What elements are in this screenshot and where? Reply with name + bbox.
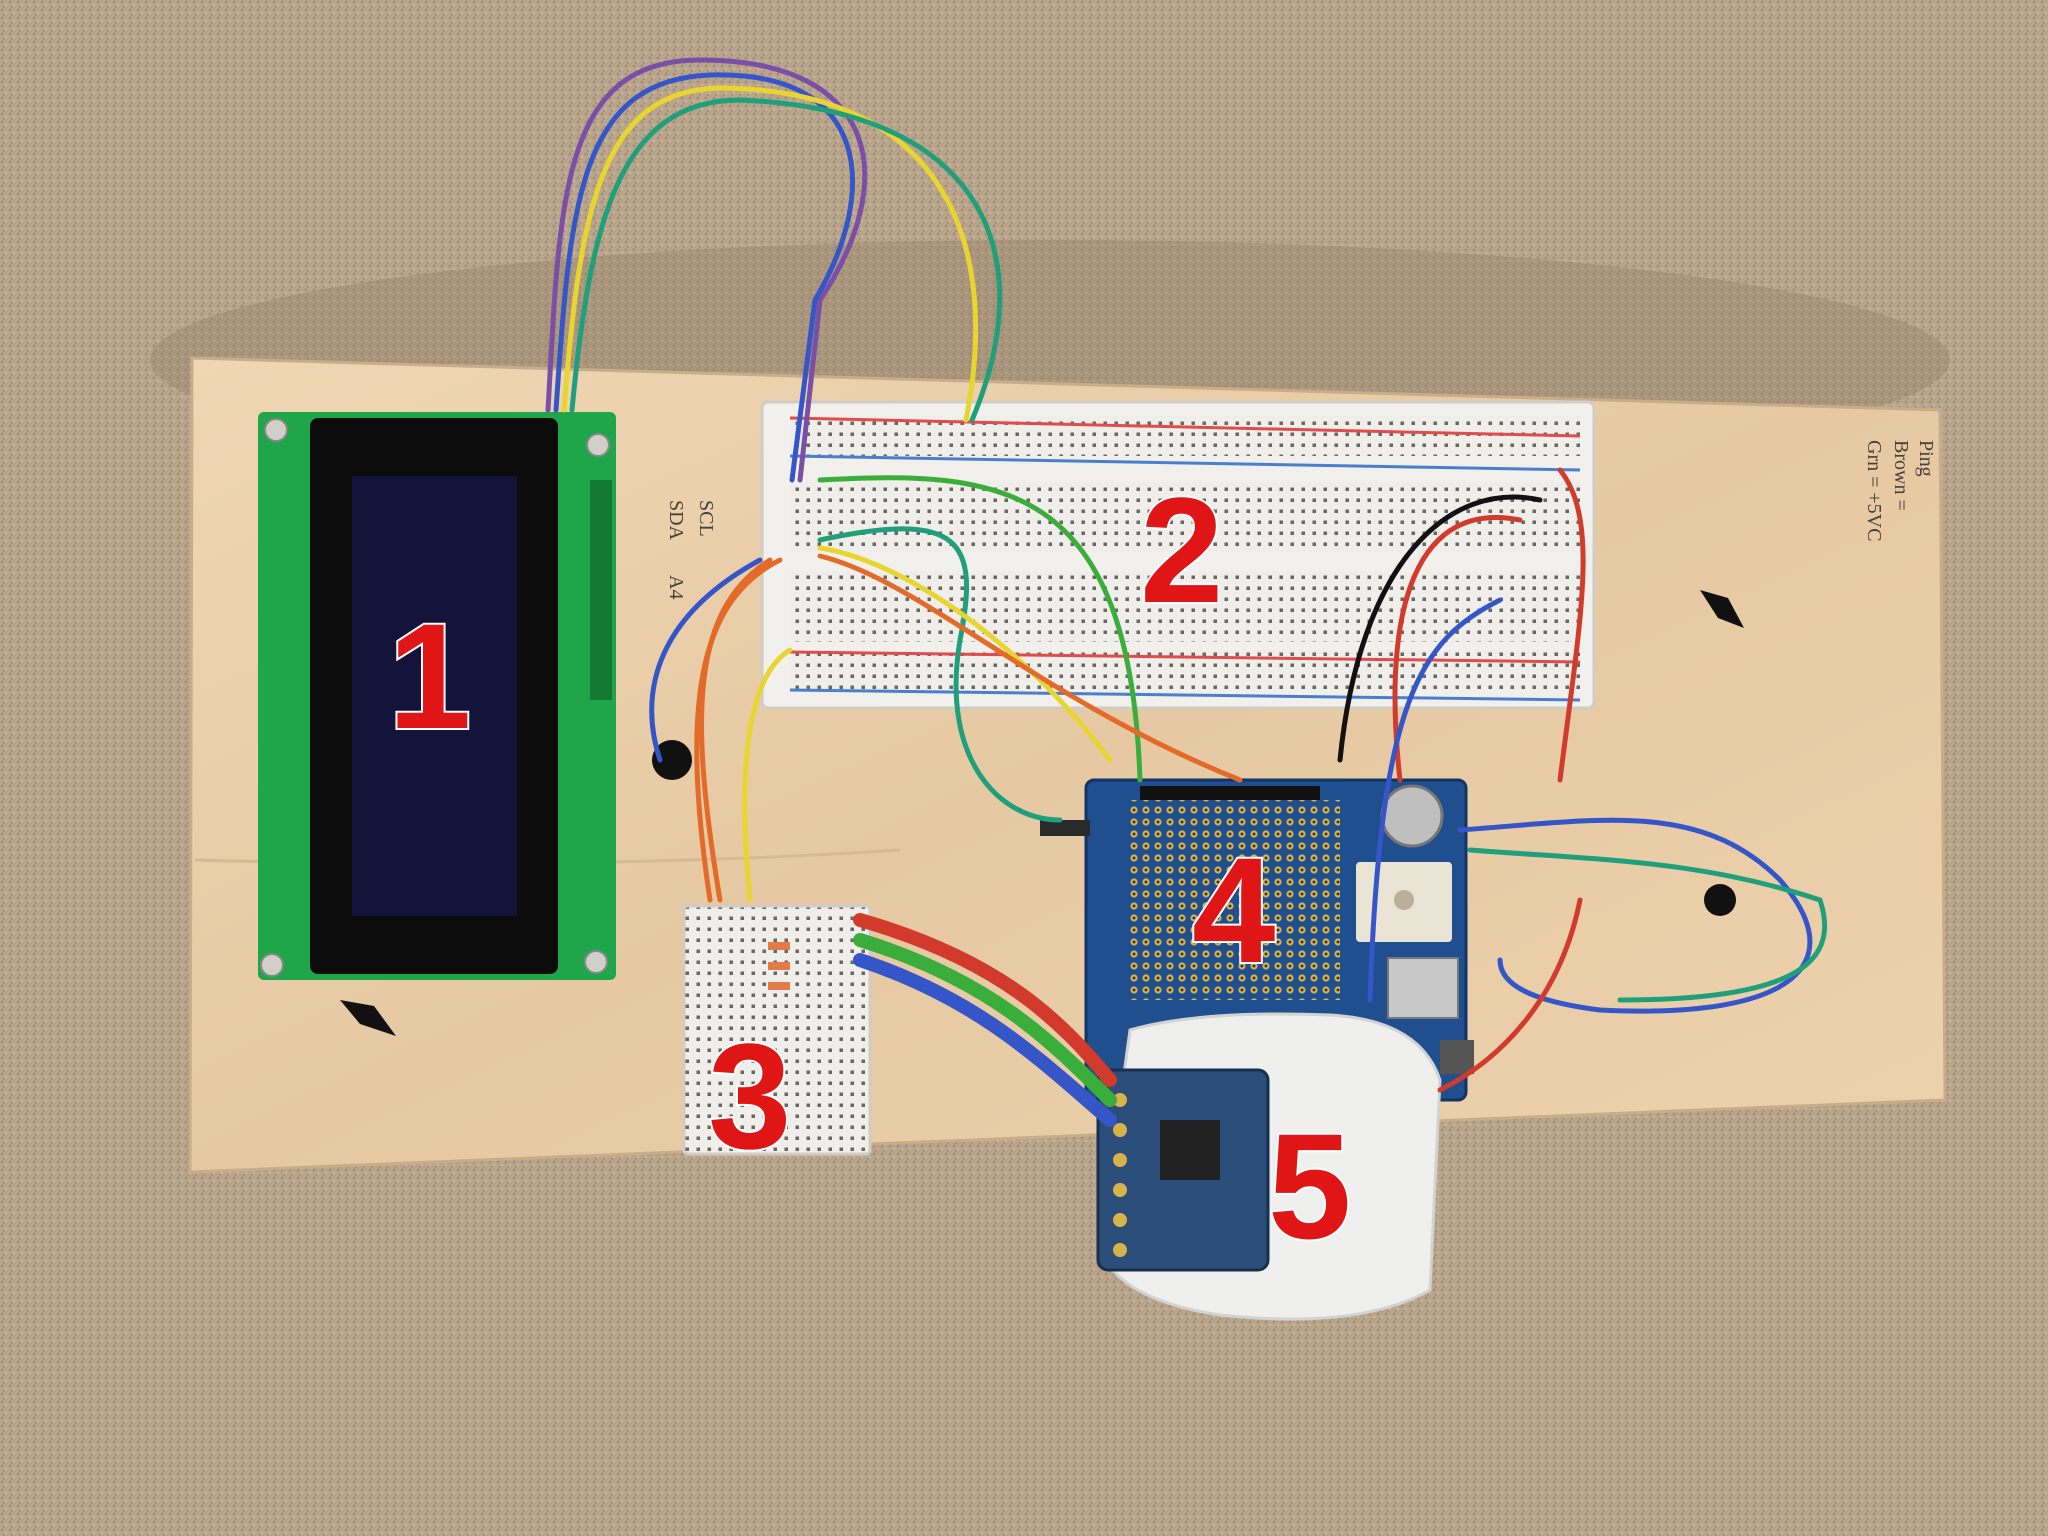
note-scl: SCL: [695, 500, 717, 537]
note-ping-title: Ping: [1915, 440, 1937, 477]
handwritten-notes: SCL SDA A4 Ping Brown = Grn = +5VC: [665, 440, 1937, 599]
jumper-wires: [545, 57, 1828, 1127]
note-sda: SDA: [665, 500, 687, 541]
note-sda-value: A4: [665, 575, 687, 599]
note-ping-line-2: Grn = +5VC: [1863, 440, 1885, 541]
label-1: 1: [388, 592, 471, 760]
mounting-bolts: [340, 590, 1744, 1036]
label-4: 4: [1192, 826, 1275, 994]
lcd-display-module: [258, 412, 616, 980]
note-ping-line-1: Brown =: [1890, 440, 1912, 511]
label-3: 3: [708, 1012, 791, 1180]
imu-sensor-module: [1096, 1012, 1442, 1321]
label-5: 5: [1268, 1102, 1351, 1270]
number-labels: 1 2 3 4 5: [386, 464, 1353, 1272]
breadboard-small: [682, 904, 872, 1156]
label-2: 2: [1140, 466, 1223, 634]
